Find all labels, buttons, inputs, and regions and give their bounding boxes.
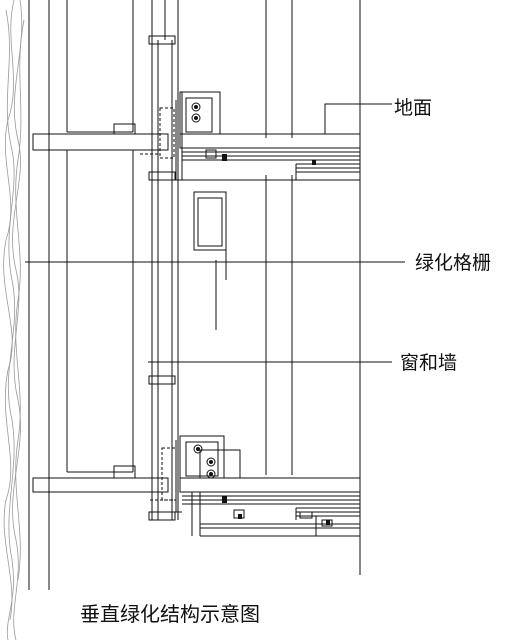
vine-texture bbox=[3, 0, 25, 641]
label-ground: 地面 bbox=[394, 97, 433, 119]
fitting-circle-lower-3 bbox=[206, 469, 216, 479]
planter-box-outlines bbox=[140, 107, 177, 501]
drip-nozzles bbox=[222, 154, 330, 525]
fitting-circle-upper-2 bbox=[191, 113, 201, 123]
fitting-circle-upper-1 bbox=[191, 102, 201, 112]
structure-lines bbox=[25, 0, 405, 590]
pipe-fittings bbox=[191, 102, 216, 479]
diagram-caption: 垂直绿化结构示意图 bbox=[80, 602, 260, 626]
fitting-circle-lower-1 bbox=[193, 444, 203, 454]
fitting-circle-lower-2 bbox=[206, 457, 216, 467]
label-green-grille: 绿化格栅 bbox=[415, 252, 492, 274]
label-window-wall: 窗和墙 bbox=[400, 352, 458, 374]
